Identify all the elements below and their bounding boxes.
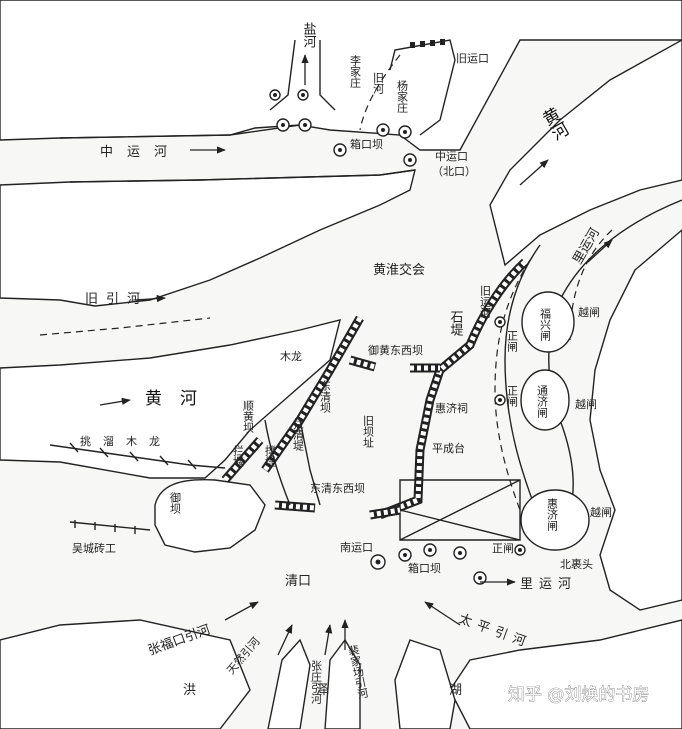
south-west-land-a [0, 619, 251, 729]
zhong-yun-he-north-bank [59, 124, 301, 139]
label-li-yun-he-s: 里运河 [520, 577, 577, 592]
label-yu-ba: 御坝 [169, 491, 182, 514]
arrow-li-yun-he-ne [587, 239, 613, 263]
li-yun-he-bank-b [504, 244, 541, 521]
li-yun-he-bank-dash [569, 229, 613, 341]
gate-symbols [269, 89, 526, 585]
label-nan-yun-kou: 南运口 [340, 541, 373, 554]
wu-cheng-zhuan-gong-ticks [74, 520, 136, 534]
north-east-land [489, 39, 682, 267]
south-east-land [449, 619, 682, 729]
shi-ti-dyke-inner [379, 260, 527, 518]
label-zheng-zha-3: 正闸 [492, 542, 514, 555]
arrow-jiu-yin-he [134, 294, 166, 303]
label-ping-cheng-tai: 平成台 [432, 441, 465, 455]
label-mu-long-top: 木龙 [280, 350, 302, 363]
cheng-di-line [264, 419, 291, 506]
label-jiu-he: 旧河 [372, 72, 385, 94]
label-jiu-yun-he: 旧运河 [479, 285, 492, 318]
label-jiu-yin-he: 旧引河 [85, 292, 148, 307]
label-cheng-di: 撑堤 [264, 444, 277, 467]
south-land-c [324, 638, 361, 729]
jiu-he-dash [359, 54, 401, 131]
label-zhong-yun-kou: 中运口 [435, 150, 468, 163]
hui-ji-zha-island [520, 489, 590, 551]
label-zheng-zha-2: 正闸 [506, 385, 519, 407]
south-land-d [394, 639, 456, 729]
label-yue-zha-1: 越闸 [578, 305, 600, 319]
ping-cheng-tai-diag-a [399, 479, 521, 541]
label-huang-huai-jiao-hui: 黄淮交会 [373, 262, 425, 278]
tiao-liu-mu-long-ticks [69, 442, 197, 470]
label-yu-huang-dong-xi-ba: 御黄东西坝 [368, 343, 423, 357]
jiu-yin-he-dash [39, 317, 211, 336]
label-lan-qing-di: 拦清堤 [292, 417, 305, 451]
label-dong-qing-dong-xi-ba: 东清东西坝 [310, 481, 365, 495]
label-wu-cheng-zhuan-gong: 吴城砖工 [72, 541, 116, 555]
zhong-yun-he-south-bank [69, 169, 416, 183]
label-zhong-yun-he: 中运河 [100, 145, 181, 160]
jiu-yun-he-dash [494, 259, 531, 511]
tong-ji-zha-island [520, 369, 570, 431]
yan-he-bank-right [319, 40, 336, 111]
label-li-jia-zhuang: 李家庄 [349, 54, 362, 89]
fu-xing-zha-island [521, 291, 575, 353]
arrow-tai-ping-yin-he [424, 601, 461, 626]
wu-cheng-zhuan-gong-line [69, 521, 151, 531]
label-huang-he-w: 黄河 [145, 389, 215, 409]
arrow-huang-he-ne [519, 159, 549, 186]
dong-qing-ba-outer [274, 500, 316, 513]
label-tong-ji-zha: 通济闸 [536, 385, 549, 418]
label-xiang-kou-ba-bottom: 箱口坝 [408, 561, 441, 575]
nan-yun-kou-dyke-inner [369, 507, 401, 518]
label-hui-ji-ci: 惠济祠 [435, 401, 468, 415]
arrow-zhang-fu-kou [224, 601, 259, 621]
jiu-yun-kou-battlement [410, 39, 445, 48]
tiao-liu-mu-long-line [49, 444, 226, 469]
label-hong-ze-hu: 洪泽湖 [183, 683, 582, 698]
label-dong-qing-ba: 东清坝 [319, 380, 332, 413]
label-shun-huang-ba: 顺黄坝 [242, 400, 255, 433]
arrow-tian-ran [277, 624, 293, 656]
label-zheng-zha-1: 正闸 [506, 330, 519, 352]
label-jiu-yun-kou: 旧运口 [456, 52, 489, 65]
label-yue-zha-3: 越闸 [590, 505, 612, 519]
jiu-yun-kou-structure [389, 39, 456, 136]
label-xiang-kou-ba-top: 箱口坝 [350, 137, 383, 151]
yan-he-bank-left [269, 39, 296, 111]
east-land [589, 229, 682, 611]
label-hui-ji-zha: 惠济闸 [546, 497, 559, 531]
label-qing-kou: 清口 [285, 574, 311, 589]
lan-qing-di-line [299, 419, 321, 506]
label-yan-he: 盐河 [301, 22, 317, 48]
label-tiao-liu-mu-long: 挑溜木龙 [80, 434, 172, 448]
lan-yan-dyke-inner [223, 438, 262, 482]
label-bei-kou: （北口） [432, 165, 476, 178]
label-shi-ti: 石堤 [448, 310, 464, 337]
yu-huang-ba-west-inner [349, 357, 376, 370]
arrow-huang-he-w [99, 397, 131, 406]
watermark: 知乎 @刘焕的书房 [508, 685, 649, 705]
mu-long-dyke-inner [262, 316, 363, 472]
south-land-b [267, 638, 311, 729]
label-yang-jia-zhuang: 杨家庄 [396, 79, 409, 114]
arrow-zhang-zhuang [324, 624, 333, 656]
label-yue-zha-2: 越闸 [575, 397, 597, 411]
label-zhang-zhuang-yin-he: 张庄引河 [310, 660, 323, 704]
label-jiu-ba-zhi: 旧坝址 [362, 415, 375, 448]
label-bei-guo-tou: 北裹头 [560, 557, 593, 571]
yu-ba-island [154, 478, 266, 553]
label-fu-xing-zha: 福兴闸 [539, 307, 552, 341]
west-lower-land [0, 319, 341, 479]
label-lan-yan: 拦堰 [232, 444, 245, 467]
ping-cheng-tai-diag-b [399, 509, 521, 541]
